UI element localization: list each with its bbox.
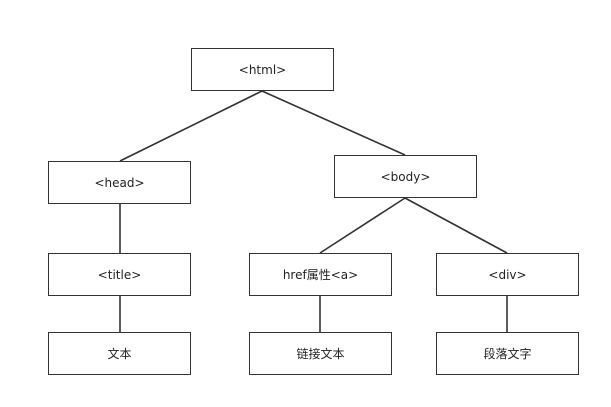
node-paragraph-text: 段落文字 — [436, 332, 579, 375]
node-head-label: <head> — [94, 175, 145, 190]
edge-html-head — [119, 90, 263, 162]
node-href: href属性<a> — [249, 253, 392, 296]
node-title: <title> — [48, 253, 191, 296]
node-html: <html> — [191, 48, 334, 91]
node-div: <div> — [436, 253, 579, 296]
node-div-label: <div> — [488, 267, 527, 282]
node-link-text: 链接文本 — [249, 332, 392, 375]
node-body-label: <body> — [380, 169, 431, 184]
edge-html-body — [261, 90, 406, 156]
edge-body-div — [404, 197, 508, 254]
edge-body-href — [319, 197, 406, 254]
node-paragraph-text-label: 段落文字 — [483, 347, 532, 361]
node-body: <body> — [334, 155, 477, 198]
node-title-label: <title> — [97, 267, 142, 282]
node-html-label: <html> — [238, 62, 287, 77]
node-title-text: 文本 — [48, 332, 191, 375]
node-href-label: href属性<a> — [282, 268, 359, 282]
node-head: <head> — [48, 161, 191, 204]
node-link-text-label: 链接文本 — [296, 347, 345, 361]
node-title-text-label: 文本 — [107, 347, 132, 361]
